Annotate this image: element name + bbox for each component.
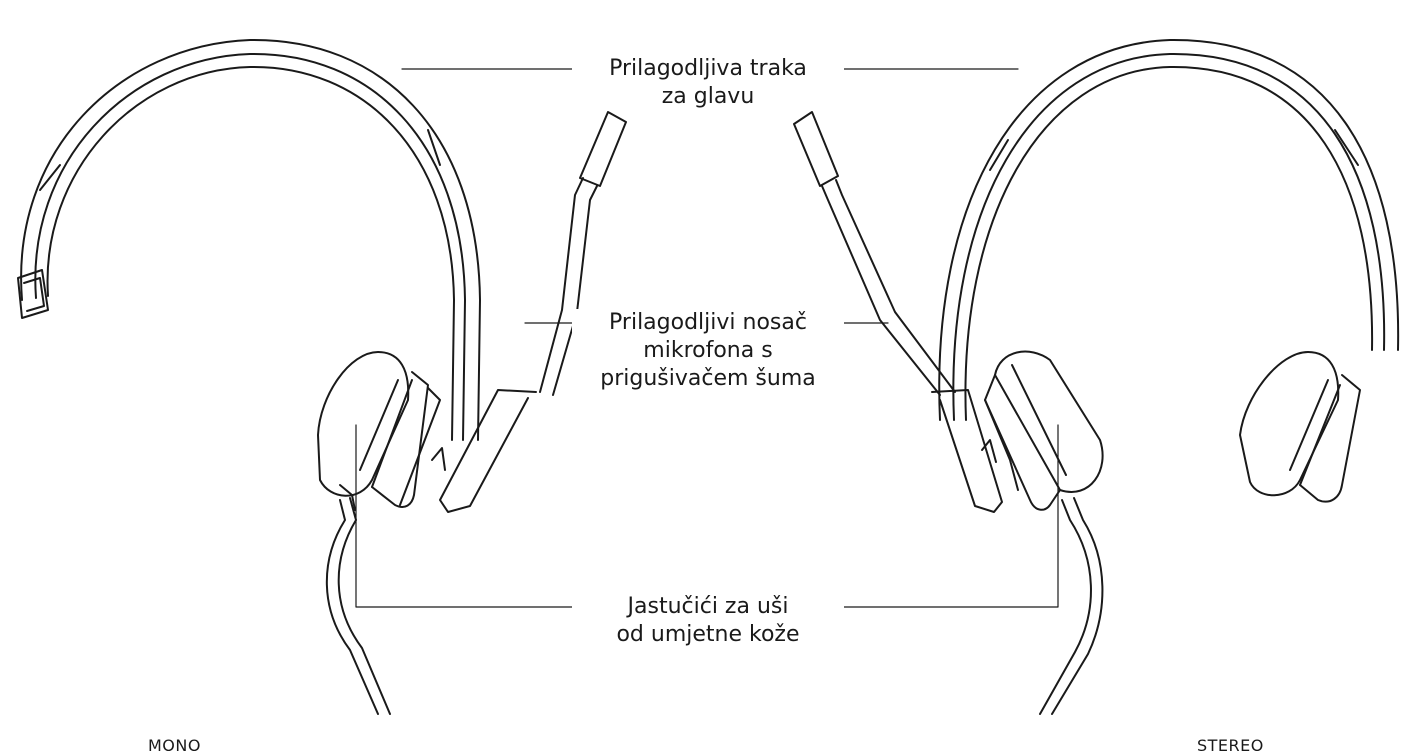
mic-boom-callout: Prilagodljivi nosač mikrofona s prigušiv… [572, 309, 844, 393]
ear-pads-callout-line2: od umjetne kože [576, 621, 840, 649]
mic-boom-callout-line3: prigušivačem šuma [576, 365, 840, 393]
stereo-ear-cup-right [1240, 352, 1360, 502]
headband-callout-line1: Prilagodljiva traka [576, 55, 840, 83]
mic-boom-callout-line1: Prilagodljivi nosač [576, 309, 840, 337]
mono-headset [18, 40, 626, 714]
caption-mono: MONO [148, 736, 201, 755]
stereo-cable [1040, 498, 1102, 714]
ear-pads-callout: Jastučići za uši od umjetne kože [572, 593, 844, 649]
mono-ear-cup [318, 352, 440, 510]
stereo-ear-cup-left [985, 352, 1103, 510]
stereo-headband [939, 40, 1398, 420]
caption-stereo: STEREO [1197, 736, 1264, 755]
headband-callout-line2: za glavu [576, 83, 840, 111]
leader-earpads-left [356, 425, 572, 607]
headband-callout: Prilagodljiva traka za glavu [572, 55, 844, 111]
mono-cable [327, 498, 390, 714]
ear-pads-callout-line1: Jastučići za uši [576, 593, 840, 621]
mic-boom-callout-line2: mikrofona s [576, 337, 840, 365]
leader-earpads-right [832, 425, 1058, 607]
stereo-headset [794, 40, 1398, 714]
